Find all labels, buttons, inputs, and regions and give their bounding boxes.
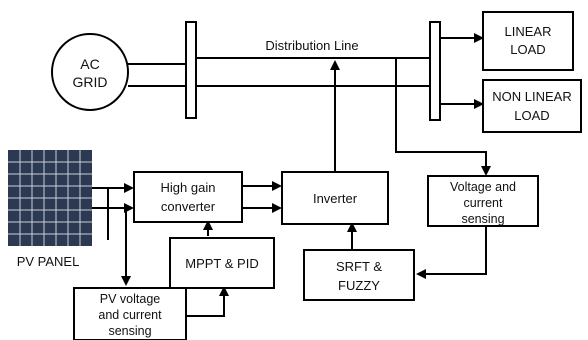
high-gain-line2: converter — [161, 199, 216, 214]
pv-panel: PV PANEL — [8, 150, 92, 269]
bus-bar-grid-side — [185, 21, 197, 119]
vc-sensing-line2: current — [464, 196, 503, 210]
pv-sensing-line2: and current — [98, 308, 162, 322]
wires — [92, 33, 491, 317]
pv-panel-label: PV PANEL — [17, 254, 80, 269]
nonlinear-load-line2: LOAD — [514, 108, 549, 123]
bus-bar-load-side — [429, 21, 441, 121]
srft-fuzzy-line1: SRFT & — [336, 259, 382, 274]
ac-grid: AC GRID — [51, 33, 129, 111]
srft-fuzzy-box — [303, 249, 415, 301]
mppt-pid-label: MPPT & PID — [185, 256, 258, 271]
ac-grid-circle — [51, 33, 129, 111]
high-gain-converter-box — [133, 171, 243, 223]
pv-sensing-line3: sensing — [108, 324, 151, 338]
high-gain-converter-block: High gain converter — [133, 171, 243, 223]
nonlinear-load-block: NON LINEAR LOAD — [482, 79, 582, 133]
vc-sensing-line3: sensing — [461, 212, 504, 226]
voltage-current-sensing-block: Voltage and current sensing — [427, 175, 539, 227]
linear-load-line2: LOAD — [510, 42, 545, 57]
pv-sensing-box — [73, 287, 187, 340]
arrow-sensing-to-srft — [416, 226, 487, 279]
inverter-label: Inverter — [313, 191, 358, 206]
nonlinear-load-box — [482, 79, 582, 133]
inverter-box — [281, 171, 389, 225]
distribution-line-label: Distribution Line — [265, 38, 358, 53]
pv-sensing-line1: PV voltage — [100, 292, 161, 306]
pv-sensing-block: PV voltage and current sensing — [73, 287, 187, 340]
linear-load-box — [482, 11, 574, 71]
arrow-pvsensing-to-mppt — [186, 286, 229, 317]
linear-load-line1: LINEAR — [505, 24, 552, 39]
srft-fuzzy-line2: FUZZY — [338, 278, 380, 293]
ac-grid-label-line1: AC — [80, 56, 99, 72]
mppt-pid-block: MPPT & PID — [169, 237, 275, 289]
high-gain-line1: High gain — [161, 180, 216, 195]
pv-panel-cell-grid — [8, 150, 92, 246]
mppt-pid-box — [169, 237, 275, 289]
srft-fuzzy-block: SRFT & FUZZY — [303, 249, 415, 301]
arrow-line-to-sensing — [395, 58, 491, 176]
voltage-current-sensing-box — [427, 175, 539, 227]
ac-grid-label-line2: GRID — [73, 74, 108, 90]
linear-load-block: LINEAR LOAD — [482, 11, 574, 71]
vc-sensing-line1: Voltage and — [450, 180, 516, 194]
inverter-block: Inverter — [281, 171, 389, 225]
nonlinear-load-line1: NON LINEAR — [492, 89, 571, 104]
